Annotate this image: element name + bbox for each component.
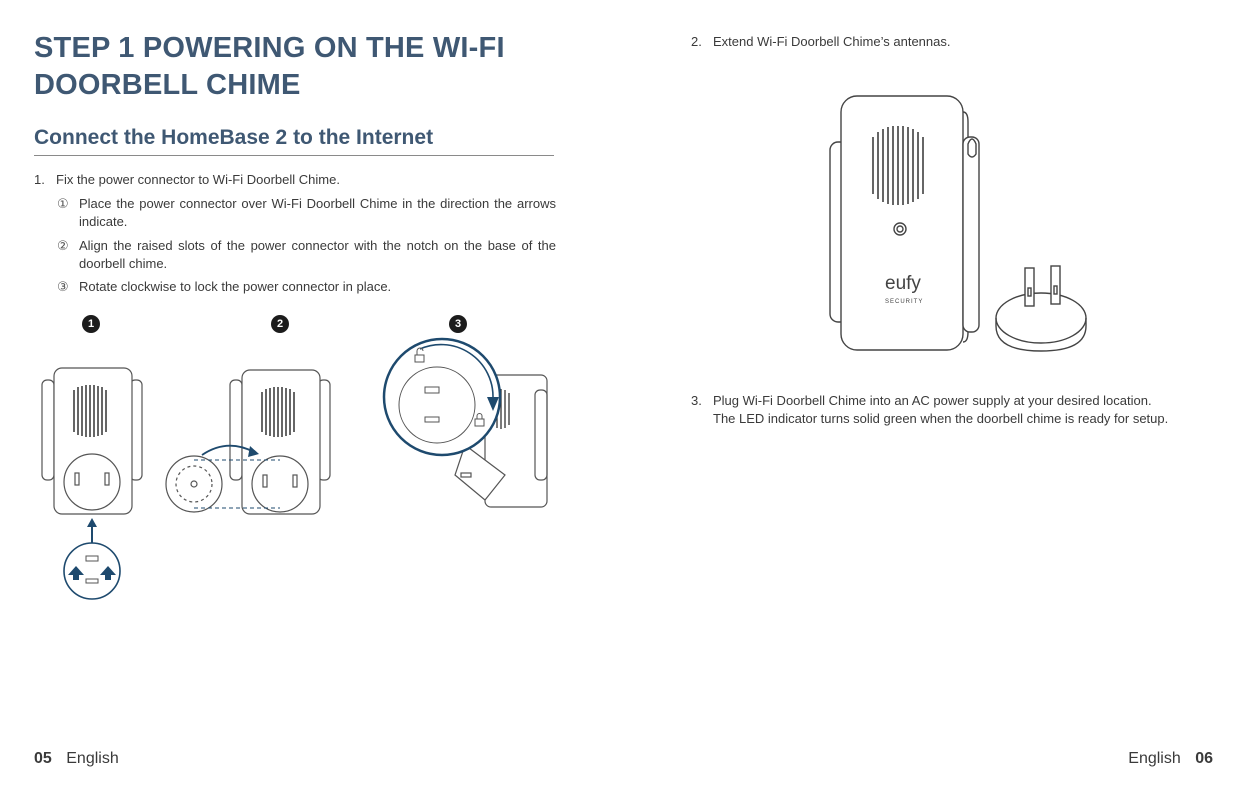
substep-marker: ② xyxy=(57,238,69,253)
substep-text: Rotate clockwise to lock the power conne… xyxy=(79,279,392,294)
substep-text: Place the power connector over Wi-Fi Doo… xyxy=(79,196,556,229)
step-3: 3. Plug Wi-Fi Doorbell Chime into an AC … xyxy=(691,392,1236,428)
footer-language: English xyxy=(66,750,119,767)
illustration-step-2 xyxy=(165,369,331,515)
illustration-step-1 xyxy=(41,367,143,600)
right-page: 2. Extend Wi-Fi Doorbell Chime’s antenna… xyxy=(623,0,1247,794)
step-2: 2. Extend Wi-Fi Doorbell Chime’s antenna… xyxy=(691,33,1211,51)
step-title: STEP 1 POWERING ON THE WI-FI DOORBELL CH… xyxy=(34,32,505,101)
figure-badge-2: 2 xyxy=(271,315,289,333)
chime-brand-logo: eufy xyxy=(885,273,921,294)
step-number: 1. xyxy=(34,172,45,187)
chime-device-illustration: eufy SECURITY xyxy=(829,95,1087,352)
substep-1: ① Place the power connector over Wi-Fi D… xyxy=(57,195,556,231)
step-text: Extend Wi-Fi Doorbell Chime’s antennas. xyxy=(713,34,951,49)
chime-brand-sub: SECURITY xyxy=(885,299,923,305)
step-1: 1. Fix the power connector to Wi-Fi Door… xyxy=(34,171,559,189)
footer-right: English 06 xyxy=(1128,750,1213,768)
illustration-step-3 xyxy=(382,337,548,508)
step-text: Fix the power connector to Wi-Fi Doorbel… xyxy=(56,172,340,187)
step-text-line-2: The LED indicator turns solid green when… xyxy=(713,411,1169,426)
page-number: 06 xyxy=(1195,750,1213,767)
substep-marker: ③ xyxy=(57,279,69,294)
footer-left: 05 English xyxy=(34,750,119,768)
substep-text: Align the raised slots of the power conn… xyxy=(79,238,556,271)
footer-language: English xyxy=(1128,750,1181,767)
step-text-line-1: Plug Wi-Fi Doorbell Chime into an AC pow… xyxy=(713,393,1152,408)
step-number: 2. xyxy=(691,34,702,49)
section-subtitle: Connect the HomeBase 2 to the Internet xyxy=(34,126,554,156)
step-number: 3. xyxy=(691,393,702,408)
figure-badge-1: 1 xyxy=(82,315,100,333)
substep-2: ② Align the raised slots of the power co… xyxy=(57,237,556,273)
substep-3: ③ Rotate clockwise to lock the power con… xyxy=(57,278,556,296)
left-page: STEP 1 POWERING ON THE WI-FI DOORBELL CH… xyxy=(0,0,623,794)
page-number: 05 xyxy=(34,750,52,767)
substep-marker: ① xyxy=(57,196,69,211)
figure-badge-3: 3 xyxy=(449,315,467,333)
